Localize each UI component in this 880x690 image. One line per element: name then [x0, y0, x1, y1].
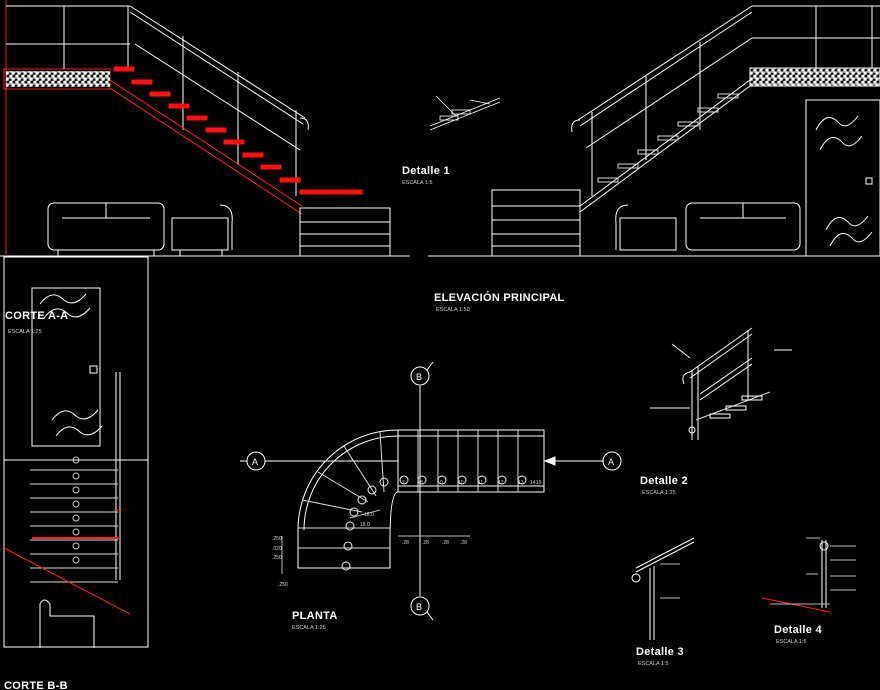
step-label: 11: [478, 480, 483, 486]
step-label: 9: [440, 480, 443, 486]
corte-aa: [3, 256, 149, 648]
dim-left-4: .250: [278, 582, 288, 588]
elevacion-title: ELEVACIÓN PRINCIPAL: [434, 291, 565, 304]
axis-a-right: A: [608, 457, 614, 467]
detalle-2-title: Detalle 2: [640, 475, 688, 487]
step-label: 8: [420, 480, 423, 486]
step-label: 12: [498, 480, 504, 486]
dim-bottom-3: .28: [442, 540, 449, 546]
axis-b-bottom: B: [416, 602, 422, 612]
detalle-1-title: Detalle 1: [402, 165, 450, 177]
detalle-2-scale: ESCALA 1:25: [642, 490, 676, 496]
dim-bottom-1: .28: [402, 540, 409, 546]
dim-left-3: .250: [272, 555, 282, 561]
detalle-1-sketch: [429, 95, 501, 131]
dim-bottom-4: .28: [460, 540, 467, 546]
dim-left-1: .250: [272, 536, 282, 542]
step-label: 7: [402, 480, 405, 486]
dim-left-2: .020: [272, 546, 282, 552]
corte-aa-title: CORTE A-A: [5, 310, 68, 322]
dim-bottom-2: .28: [422, 540, 429, 546]
detalle-3-scale: ESCALA 1:5: [638, 661, 669, 667]
elevation-right: [428, 5, 880, 257]
detalle-3: [631, 537, 695, 640]
dim-angle-1: 18.0: [364, 512, 374, 518]
elevacion-scale: ESCALA 1:50: [436, 307, 470, 313]
step-label: 14: [530, 480, 536, 486]
detalle-4-scale: ESCALA 1:5: [776, 639, 807, 645]
detalle-4: [761, 537, 856, 613]
detalle-3-title: Detalle 3: [636, 646, 684, 658]
planta: [240, 361, 622, 621]
dim-angle-2: 18.0: [360, 522, 370, 528]
step-label: 13: [518, 480, 524, 486]
step-label: 10: [458, 480, 464, 486]
planta-scale: ESCALA 1:25: [292, 625, 326, 631]
axis-a-left: A: [252, 457, 258, 467]
axis-b-top: B: [416, 372, 422, 382]
detalle-4-title: Detalle 4: [774, 624, 823, 636]
elevation-left: [0, 0, 410, 257]
planta-title: PLANTA: [292, 610, 338, 622]
corte-aa-scale: ESCALA 1:25: [8, 329, 42, 335]
step-label: 15: [536, 480, 542, 486]
detalle-2: [650, 327, 792, 440]
corte-bb-title: CORTE B-B: [4, 680, 68, 690]
detalle-1-scale: ESCALA 1:5: [402, 180, 433, 186]
